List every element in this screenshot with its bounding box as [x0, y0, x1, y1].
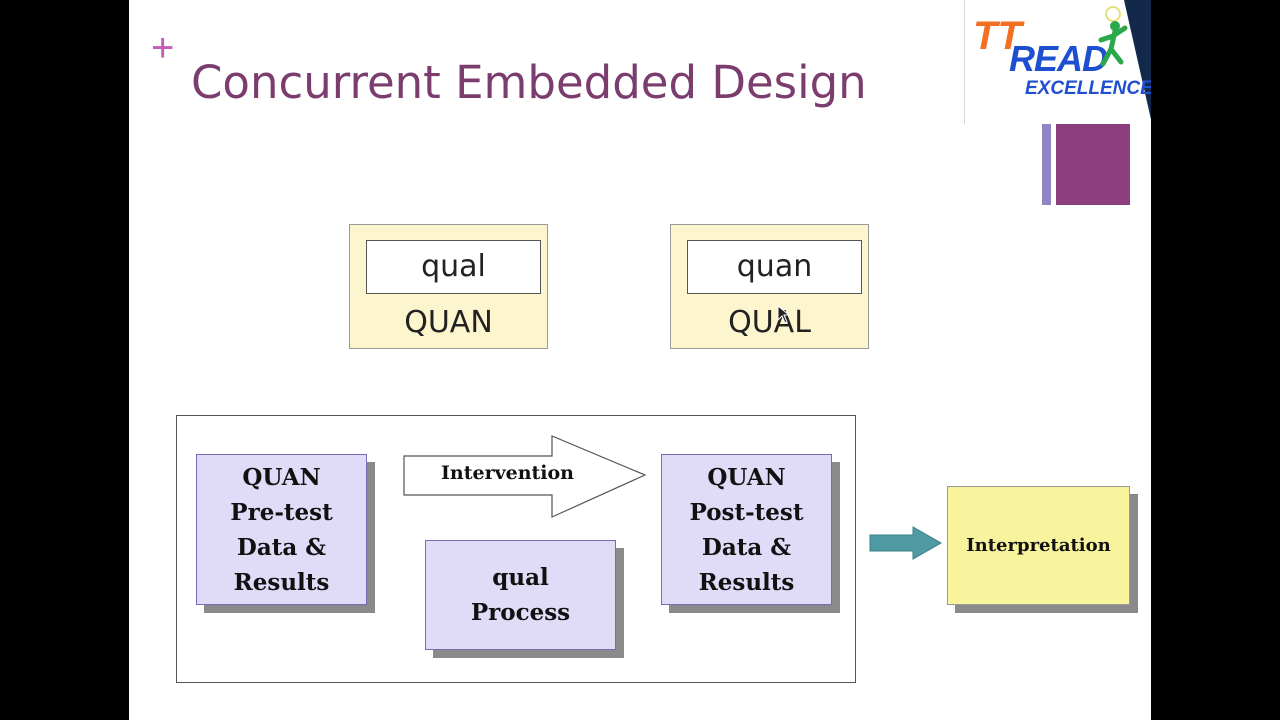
pretest-line: Data &: [236, 533, 327, 561]
posttest-line: Post-test: [689, 498, 804, 526]
runner-figure-icon: [1098, 6, 1128, 67]
posttest-line: Data &: [701, 533, 792, 561]
pretest-box: QUAN Pre-test Data & Results: [196, 454, 367, 605]
pretest-line: QUAN: [242, 463, 321, 491]
pretest-line: Pre-test: [230, 498, 333, 526]
connector-arrow-icon: [869, 526, 943, 560]
posttest-box: QUAN Post-test Data & Results: [661, 454, 832, 605]
decorative-square: [1056, 124, 1130, 205]
process-line: qual: [492, 564, 549, 591]
posttest-line: Results: [698, 568, 795, 596]
design-box-inner-label: qual: [366, 240, 541, 294]
qual-process-box: qual Process: [425, 540, 616, 650]
design-box-outer-label: QUAN: [404, 305, 493, 340]
design-box-inner-label: quan: [687, 240, 862, 294]
pretest-line: Results: [233, 568, 330, 596]
logo-word: READ: [1009, 38, 1108, 79]
slide: + Concurrent Embedded Design TT READ EXC…: [129, 0, 1151, 720]
logo: TT READ EXCELLENCE: [964, 0, 1151, 124]
process-line: Process: [470, 599, 571, 626]
logo-corner: [1124, 0, 1151, 124]
intervention-label: Intervention: [441, 462, 574, 484]
posttest-line: QUAN: [707, 463, 786, 491]
embedded-design-frame: QUAN Pre-test Data & Results Interventio…: [176, 415, 856, 683]
logo-mark: TT: [973, 14, 1022, 58]
decorative-strip: [1042, 124, 1051, 205]
design-box-quan-qual: quan QUAL: [670, 224, 869, 349]
slide-title: Concurrent Embedded Design: [191, 56, 867, 109]
interpretation-box: Interpretation: [947, 486, 1130, 605]
intervention-arrow: [403, 435, 647, 518]
plus-icon: +: [151, 26, 175, 70]
design-box-qual-quan: qual QUAN: [349, 224, 548, 349]
logo-subtitle: EXCELLENCE: [1025, 78, 1151, 99]
mouse-cursor-icon: [777, 305, 791, 324]
design-box-outer-label: QUAL: [728, 305, 811, 340]
